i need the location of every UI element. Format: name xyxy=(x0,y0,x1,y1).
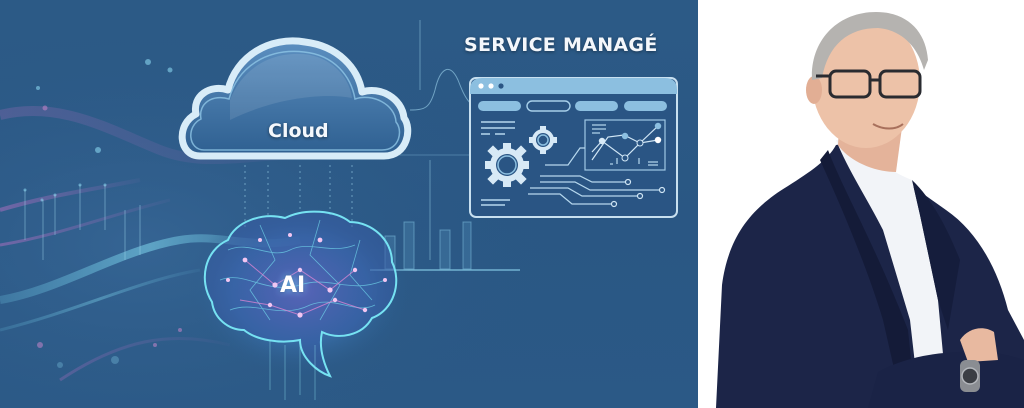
network-wave-background xyxy=(0,0,698,408)
dashboard-window-icon xyxy=(469,77,678,218)
banner-title: SERVICE MANAGÉ xyxy=(464,34,658,56)
cloud-label: Cloud xyxy=(268,120,329,142)
brain-network-icon xyxy=(188,202,412,400)
ai-label: AI xyxy=(280,273,306,298)
gear-icon-small xyxy=(529,126,557,154)
line-chart-icon xyxy=(584,119,666,171)
cloud-icon xyxy=(178,37,412,160)
portrait-photo xyxy=(698,0,1024,408)
tech-banner: SERVICE MANAGÉ Cloud AI xyxy=(0,0,698,408)
circuit-lines-icon xyxy=(528,147,660,205)
person-portrait-icon xyxy=(716,12,1024,408)
gear-icon xyxy=(485,143,529,187)
